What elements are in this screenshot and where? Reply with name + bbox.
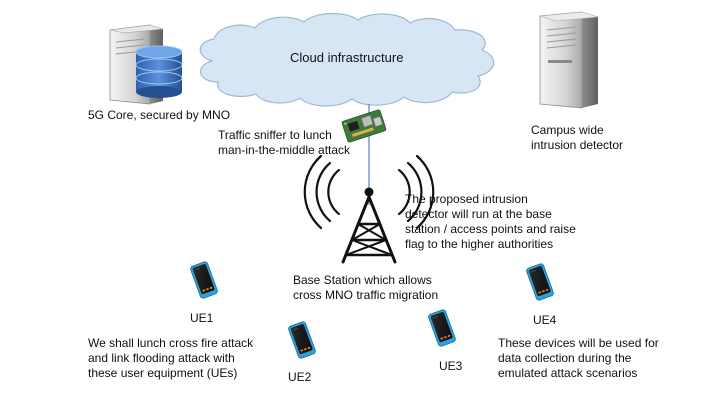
- detector-label-line-1: Campus wide: [531, 123, 604, 137]
- device-label-ue4: UE4: [533, 313, 557, 327]
- core-label: 5G Core, secured by MNO: [88, 108, 231, 122]
- base-station-label-line-1: Base Station which allows: [293, 273, 432, 287]
- device-label-ue1: UE1: [190, 311, 214, 325]
- attack-note-line-1: We shall lunch cross fire attack: [88, 336, 254, 350]
- collection-note-line-2: data collection during the: [498, 351, 632, 365]
- device-label-ue3: UE3: [439, 359, 463, 373]
- smartphone-icon: [287, 320, 317, 360]
- collection-note-line-3: emulated attack scenarios: [498, 366, 638, 380]
- smartphone-icon: [525, 262, 555, 302]
- cloud-label: Cloud infrastructure: [290, 50, 404, 65]
- attack-note-line-3: these user equipment (UEs): [88, 366, 238, 380]
- smartphone-icon: [189, 260, 219, 300]
- collection-note-line-1: These devices will be used for: [498, 336, 659, 350]
- detector-label-line-2: intrusion detector: [531, 138, 624, 152]
- circuit-board-icon: [341, 109, 387, 143]
- device-label-ue2: UE2: [288, 370, 312, 384]
- cloud-icon: [199, 12, 495, 107]
- sniffer-label-line-2: man-in-the-middle attack: [218, 143, 351, 157]
- proposal-label-line-3: station / access points and raise: [405, 222, 576, 236]
- smartphone-icon: [427, 308, 457, 348]
- sniffer-label-line-1: Traffic sniffer to lunch: [218, 128, 332, 142]
- base-station-label-line-2: cross MNO traffic migration: [293, 288, 439, 302]
- server-tower-icon: [539, 11, 599, 109]
- proposal-label-line-1: The proposed intrusion: [405, 192, 528, 206]
- proposal-label-line-2: detector will run at the base: [405, 207, 552, 221]
- antenna-tower-icon: [303, 154, 435, 264]
- proposal-label-line-4: flag to the higher authorities: [405, 237, 554, 251]
- attack-note-line-2: and link flooding attack with: [88, 351, 235, 365]
- server-database-icon: [109, 24, 183, 105]
